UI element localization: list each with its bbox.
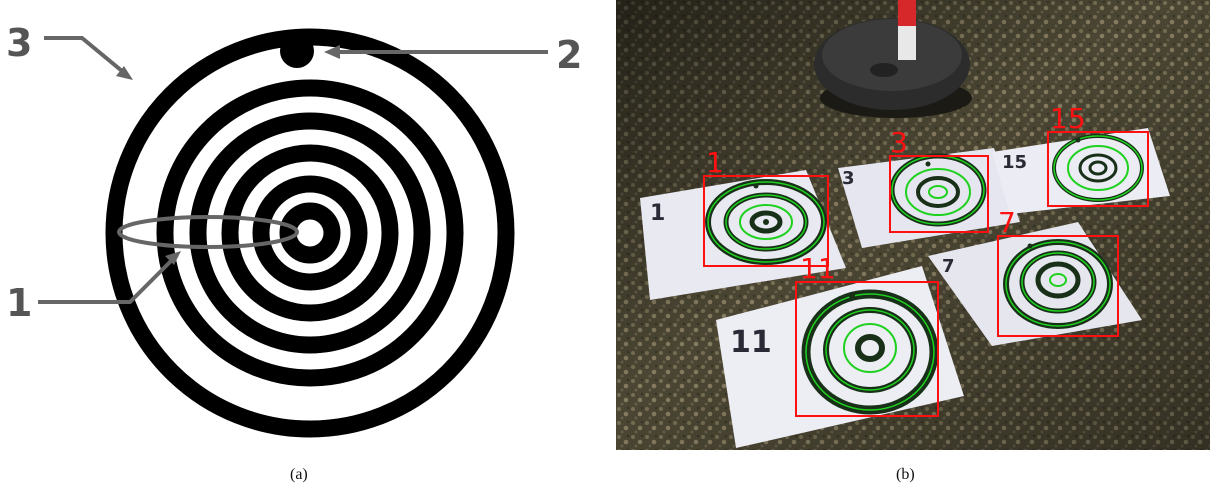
panel-a-figure: 3 2 1	[0, 0, 600, 460]
printed-id-11: 11	[730, 325, 772, 360]
callout-line-1	[38, 256, 176, 302]
pole-red-band	[898, 0, 916, 26]
printed-id-15: 15	[1002, 152, 1027, 173]
marker-rings-1	[708, 182, 824, 262]
ring-5	[261, 184, 359, 282]
detected-label-11: 11	[800, 252, 836, 285]
callout-label-3: 3	[6, 21, 32, 65]
detected-label-15: 15	[1050, 102, 1086, 135]
callout-label-2: 2	[556, 33, 582, 77]
callout-line-3	[44, 38, 128, 76]
pole-base-top	[822, 19, 962, 91]
caption-a: (a)	[290, 466, 308, 484]
panel-b-photo: 1 3 15 7 11	[616, 0, 1210, 450]
printed-id-3: 3	[842, 168, 855, 189]
callout-label-1: 1	[6, 281, 32, 325]
caption-b: (b)	[896, 466, 915, 484]
detected-label-1: 1	[706, 146, 724, 179]
ring-2	[165, 88, 455, 378]
pole-socket	[870, 63, 898, 77]
printed-id-1: 1	[650, 201, 665, 226]
printed-id-7: 7	[942, 256, 955, 277]
concentric-ring-target	[114, 37, 506, 429]
detected-label-7: 7	[998, 206, 1016, 239]
arrowhead-2	[324, 45, 340, 59]
orientation-dot	[280, 34, 314, 68]
detected-label-3: 3	[890, 126, 908, 159]
code-region-ellipse	[119, 217, 297, 247]
